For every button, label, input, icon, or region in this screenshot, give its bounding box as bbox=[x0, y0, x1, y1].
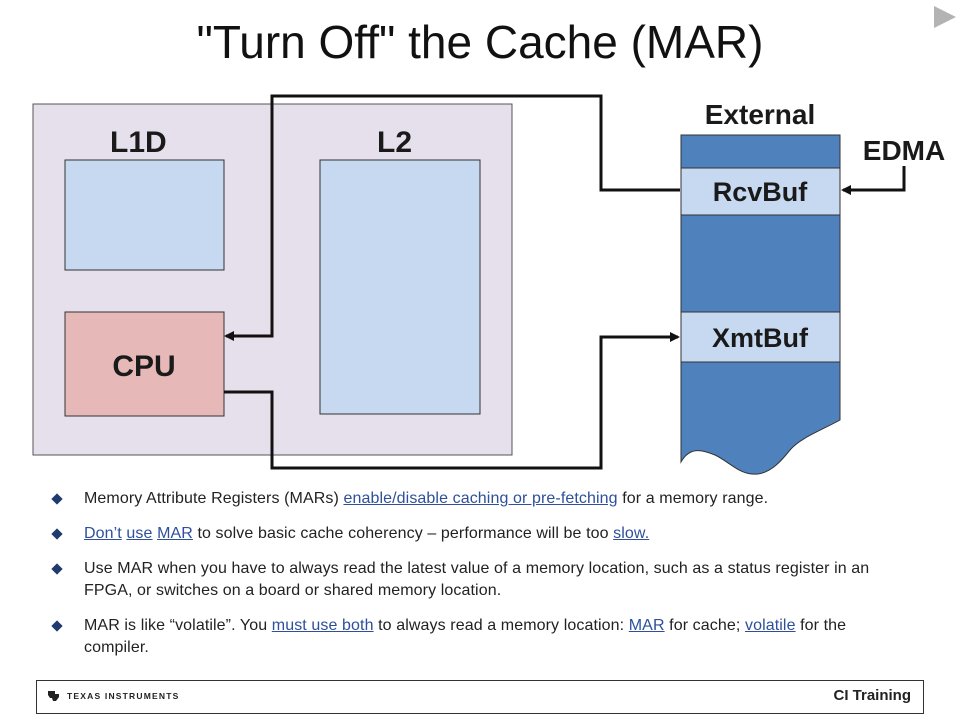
ti-logo: Texas Instruments bbox=[47, 689, 180, 703]
link-mar[interactable]: MAR bbox=[157, 525, 193, 542]
bullet-4-mid: to always read a memory location: bbox=[373, 617, 629, 634]
ti-logo-icon bbox=[48, 691, 59, 701]
bullet-3-text: Use MAR when you have to always read the… bbox=[84, 560, 870, 599]
bullet-4-mid2: for cache; bbox=[664, 617, 745, 634]
ti-company-name: Texas Instruments bbox=[67, 691, 180, 701]
slide-footer: Texas Instruments CI Training bbox=[36, 680, 924, 714]
rcvbuf-block bbox=[680, 167, 841, 216]
rcvbuf-label: RcvBuf bbox=[713, 177, 809, 207]
l2-cache-block bbox=[319, 159, 481, 415]
link-must-use-both[interactable]: must use both bbox=[271, 617, 374, 634]
edma-label: EDMA bbox=[863, 135, 945, 166]
bullet-mar-definition: Memory Attribute Registers (MARs) enable… bbox=[48, 488, 908, 510]
external-memory-column bbox=[680, 134, 841, 475]
cache-diagram: L1D L2 CPU External EDMA RcvBuf XmtBuf bbox=[32, 94, 945, 475]
cpu-to-xmtbuf-path bbox=[224, 332, 680, 470]
ci-training-label: CI Training bbox=[833, 687, 911, 704]
edma-to-rcvbuf-path bbox=[841, 166, 906, 195]
cpu-label: CPU bbox=[112, 350, 175, 383]
bullet-dont-use-mar: Don’t use MAR to solve basic cache coher… bbox=[48, 523, 908, 545]
xmtbuf-label: XmtBuf bbox=[712, 323, 809, 353]
link-dont[interactable]: Don’t bbox=[84, 525, 122, 542]
slide-title: "Turn Off" the Cache (MAR) bbox=[196, 16, 764, 68]
link-enable-disable-caching[interactable]: enable/disable caching or pre-fetching bbox=[343, 490, 618, 507]
l1d-cache-block bbox=[64, 159, 225, 271]
xmtbuf-block bbox=[680, 311, 841, 363]
bullet-2-text: to solve basic cache coherency – perform… bbox=[192, 525, 614, 542]
play-icon[interactable] bbox=[930, 4, 960, 30]
link-volatile[interactable]: volatile bbox=[744, 617, 796, 634]
external-label: External bbox=[705, 99, 816, 130]
link-slow[interactable]: slow. bbox=[613, 525, 650, 542]
link-use[interactable]: use bbox=[126, 525, 153, 542]
bullet-use-mar-when: Use MAR when you have to always read the… bbox=[48, 558, 908, 602]
cpu-block bbox=[64, 311, 225, 417]
bullet-1-tail: for a memory range. bbox=[617, 490, 769, 507]
rcvbuf-to-cpu-path bbox=[224, 94, 680, 341]
link-mar-cache[interactable]: MAR bbox=[628, 617, 665, 634]
bullet-mar-volatile: MAR is like “volatile”. You must use bot… bbox=[48, 615, 908, 659]
bullet-1-text: Memory Attribute Registers (MARs) bbox=[84, 490, 344, 507]
bullet-list: Memory Attribute Registers (MARs) enable… bbox=[48, 488, 908, 672]
l1d-label: L1D bbox=[110, 126, 167, 159]
bullet-4-tail: for the compiler. bbox=[84, 617, 847, 656]
bullet-4-text: MAR is like “volatile”. You bbox=[84, 617, 272, 634]
l2-label: L2 bbox=[377, 126, 412, 159]
